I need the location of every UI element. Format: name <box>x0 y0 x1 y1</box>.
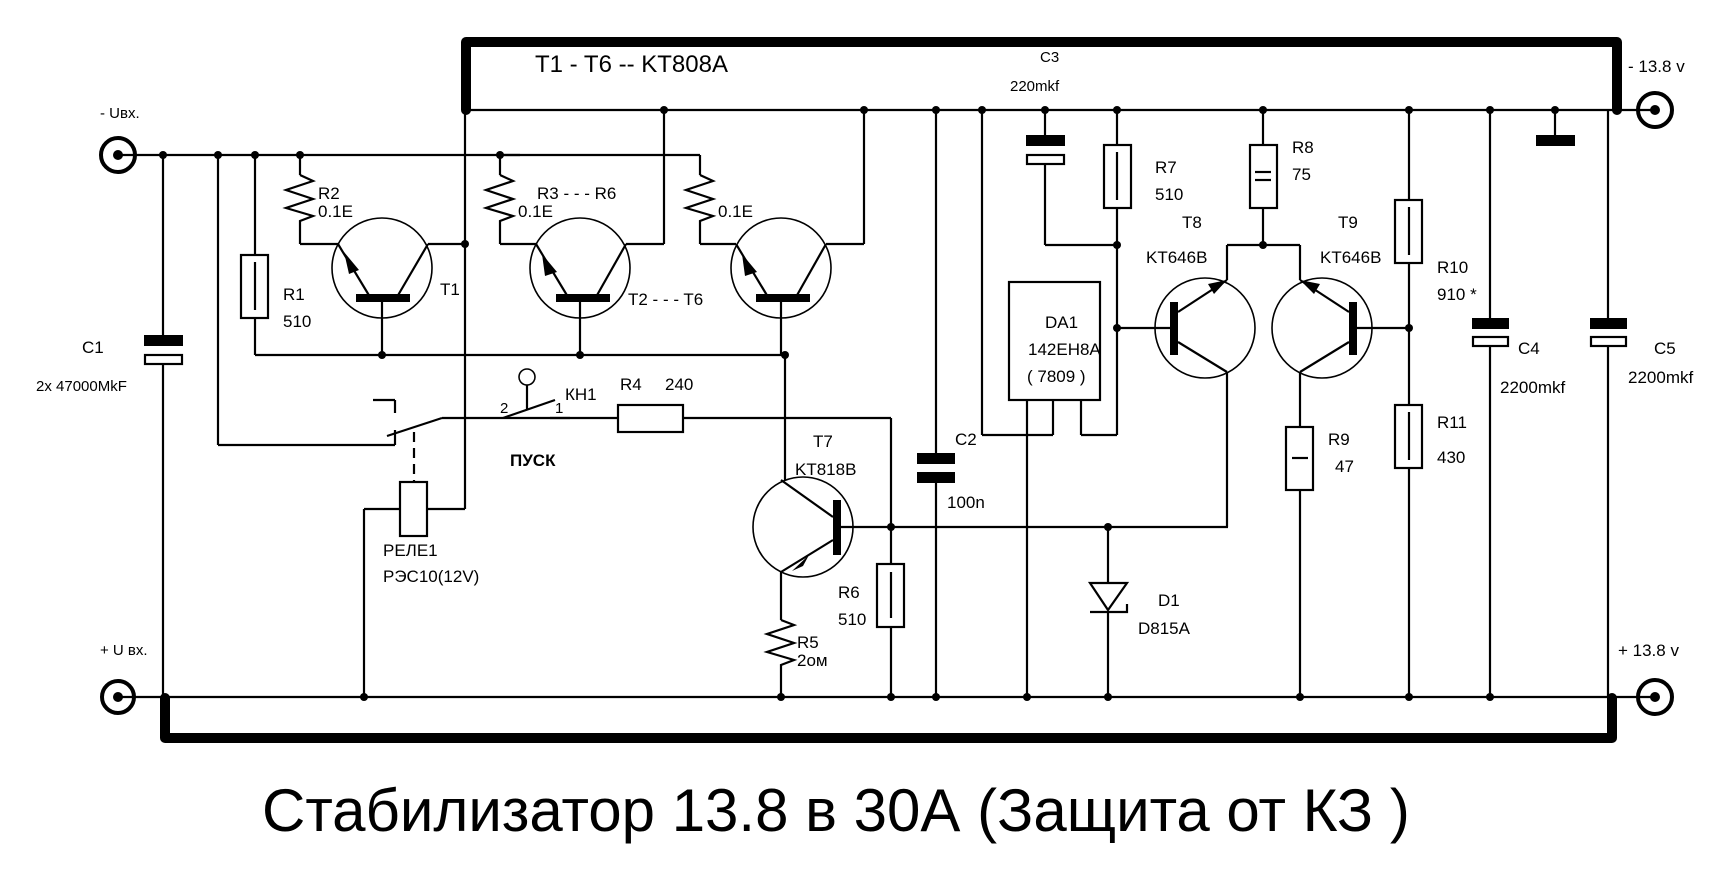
c4-ref: C4 <box>1518 339 1540 358</box>
c2-value: 100n <box>947 493 985 512</box>
d1-value: D815A <box>1138 619 1191 638</box>
c1-ref: C1 <box>82 338 104 357</box>
r10-ref: R10 <box>1437 258 1468 277</box>
r10-value: 910 * <box>1437 285 1477 304</box>
da1-value: 142EH8A <box>1028 340 1101 359</box>
c3-plate-neg <box>1025 153 1066 166</box>
r3-zigzag <box>482 174 517 244</box>
r4-body <box>616 403 685 434</box>
kh1-label: ПУСК <box>510 451 556 470</box>
c2-ref: C2 <box>955 430 977 449</box>
terminal-out-neg[interactable] <box>1636 91 1674 129</box>
c4-plate-neg <box>1471 335 1510 348</box>
diagram-title: Стабилизатор 13.8 в 30А (Защита от КЗ ) <box>262 777 1410 844</box>
c3-plate-pos <box>1026 135 1065 146</box>
c2-plate-2 <box>917 472 955 483</box>
t7-value: KT818B <box>795 460 856 479</box>
r8-body <box>1248 143 1279 210</box>
c2-plate-1 <box>917 453 955 464</box>
terminal-in-pos[interactable] <box>100 679 136 715</box>
terminal-in-pos-label: + U вх. <box>100 642 148 659</box>
t1-ref: T1 <box>440 280 460 299</box>
r6-ref: R6 <box>838 583 860 602</box>
bus-label: T1 - T6 -- KT808A <box>535 51 728 78</box>
r6-value: 510 <box>838 610 866 629</box>
t8-body <box>1154 277 1256 379</box>
kh1-contact <box>502 398 556 420</box>
r9-ref: R9 <box>1328 430 1350 449</box>
r5-ref: R5 <box>797 633 819 652</box>
terminal-in-neg[interactable] <box>99 136 137 174</box>
terminal-out-pos-label: + 13.8 v <box>1618 641 1679 660</box>
junction-dots <box>159 106 1559 701</box>
c4-plate-pos <box>1472 318 1509 329</box>
c5-plate-neg <box>1589 335 1628 348</box>
r8-value: 75 <box>1292 165 1311 184</box>
r5-value: 2ом <box>797 651 828 670</box>
c1-plate-neg <box>143 353 184 366</box>
c5-value: 2200mkf <box>1628 368 1693 387</box>
d1-ref: D1 <box>1158 591 1180 610</box>
c1-value: 2x 47000MkF <box>36 378 127 395</box>
t8-ref: T8 <box>1182 213 1202 232</box>
r4-ref: R4 <box>620 375 642 394</box>
kh1-ref: КН1 <box>565 385 597 404</box>
d1-triangle <box>1087 581 1130 612</box>
r7-ref: R7 <box>1155 158 1177 177</box>
terminal-out-neg-label: - 13.8 v <box>1628 57 1685 76</box>
relay-pin-1: 1 <box>555 400 563 417</box>
c3-value: 220mkf <box>1010 78 1060 95</box>
t7-ref: T7 <box>813 432 833 451</box>
r-last-zigzag <box>682 174 717 244</box>
c5-ref: C5 <box>1654 339 1676 358</box>
relay-value: РЭС10(12V) <box>383 567 479 586</box>
r3-value: 0.1E <box>518 202 553 221</box>
r4-value: 240 <box>665 375 693 394</box>
r11-ref: R11 <box>1437 413 1467 432</box>
r9-value: 47 <box>1335 457 1354 476</box>
r-last-value: 0.1E <box>718 202 753 221</box>
kh1-button-knob[interactable] <box>518 368 536 386</box>
r8-ref: R8 <box>1292 138 1314 157</box>
t9-ref: T9 <box>1338 213 1358 232</box>
top-bus-bar <box>461 37 1622 115</box>
r2-ref: R2 <box>318 184 340 203</box>
bottom-bus-bar <box>160 693 1617 743</box>
t2-ref: T2 - - - T6 <box>628 290 703 309</box>
ground-plate <box>1536 135 1575 146</box>
c4-value: 2200mkf <box>1500 378 1565 397</box>
c3-ref: C3 <box>1040 49 1059 66</box>
r2-value: 0.1E <box>318 202 353 221</box>
relay-contact-lever <box>386 416 443 438</box>
r11-value: 430 <box>1437 448 1465 467</box>
r7-value: 510 <box>1155 185 1183 204</box>
r1-ref: R1 <box>283 285 305 304</box>
r3-ref: R3 - - - R6 <box>537 184 616 203</box>
t9-value: KT646B <box>1320 248 1381 267</box>
da1-ref: DA1 <box>1045 313 1078 332</box>
c5-plate-pos <box>1590 318 1627 329</box>
r5-zigzag <box>763 618 798 697</box>
r1-value: 510 <box>283 312 311 331</box>
relay-coil <box>398 480 429 538</box>
terminal-in-neg-label: - Uвх. <box>100 105 140 122</box>
da1-alt: ( 7809 ) <box>1027 367 1086 386</box>
relay-ref: РЕЛЕ1 <box>383 541 438 560</box>
relay-pin-2: 2 <box>500 400 508 417</box>
t8-value: KT646B <box>1146 248 1207 267</box>
terminal-out-pos[interactable] <box>1636 678 1674 716</box>
r2-zigzag <box>282 174 317 244</box>
da1-body <box>1007 280 1102 402</box>
c1-plate-pos <box>144 335 183 346</box>
